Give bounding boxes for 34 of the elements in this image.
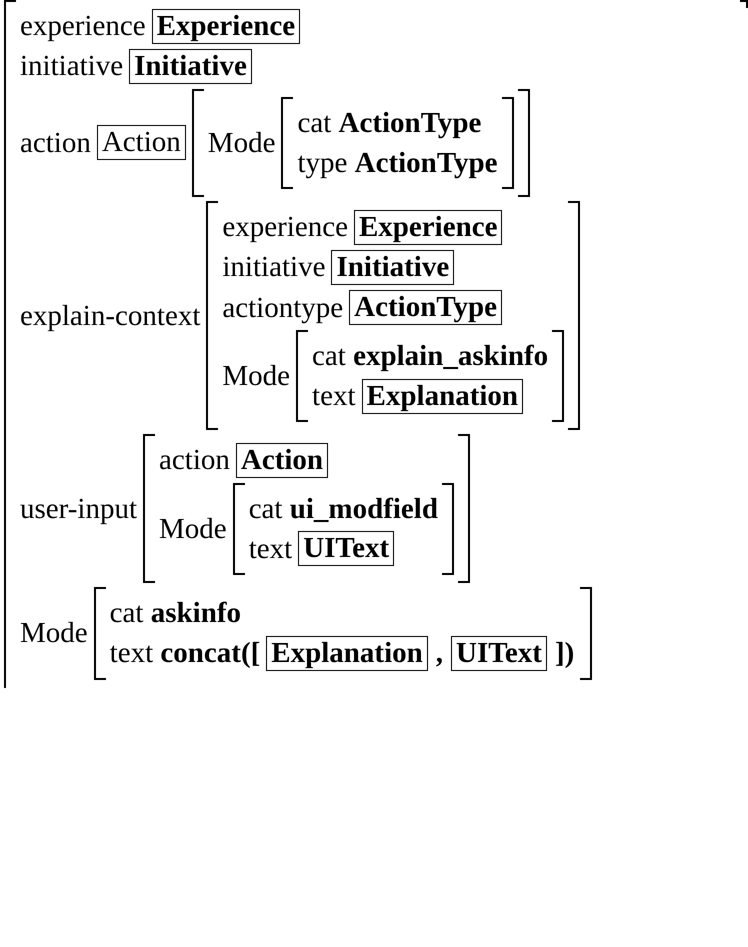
feature-label: action (20, 126, 91, 161)
feature-label: cat askinfo (110, 596, 241, 631)
type-box: Experience (354, 210, 502, 245)
type-box: UIText (451, 636, 547, 671)
feature-label: Mode (208, 126, 276, 161)
feature-label: experience (20, 9, 146, 44)
feature-label: user-input (20, 492, 138, 526)
type-box: UIText (298, 531, 394, 566)
feature-label: cat ui_modfield (248, 492, 438, 526)
type-box: Explanation (362, 378, 524, 414)
feature-label: text (248, 532, 292, 567)
type-box: Experience (152, 8, 300, 44)
punctuation: , (434, 636, 444, 672)
feature-label: type ActionType (297, 146, 498, 181)
feature-label: explain-context (20, 298, 200, 334)
feature-label: Mode (20, 616, 88, 652)
type-box: Action (96, 125, 186, 160)
type-box: Initiative (129, 48, 252, 84)
feature-label: action (159, 443, 230, 478)
feature-label: experience (222, 210, 348, 245)
feature-label: Mode (159, 512, 227, 547)
type-box: Explanation (266, 636, 428, 671)
feature-label: text concat([ (110, 636, 260, 672)
type-box: Action (236, 442, 328, 478)
feature-label: actiontype (222, 290, 344, 326)
type-box: Initiative (331, 250, 454, 285)
feature-label: cat ActionType (297, 106, 482, 140)
feature-label: text (312, 379, 356, 414)
type-box: ActionType (349, 290, 502, 326)
punctuation: ]) (554, 636, 576, 672)
feature-label: cat explain_askinfo (312, 338, 548, 374)
feature-label: initiative (20, 49, 124, 84)
feature-label: Mode (222, 358, 290, 394)
feature-label: initiative (222, 250, 326, 286)
